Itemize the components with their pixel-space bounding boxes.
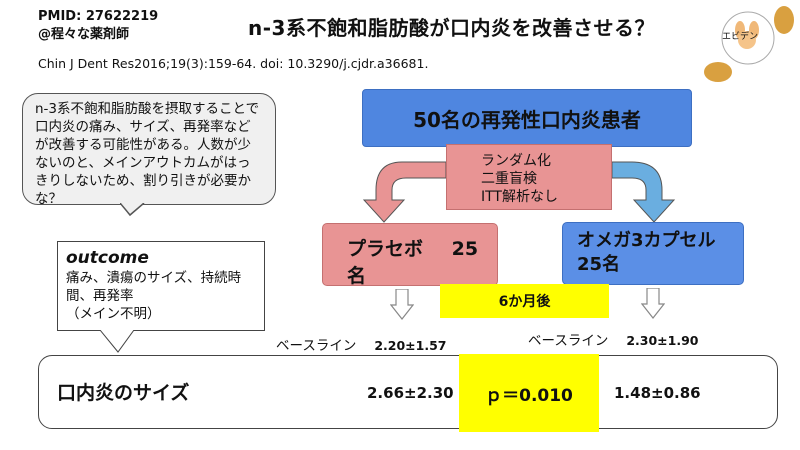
result-label: 口内炎のサイズ [57,382,190,404]
outcome-body: 痛み、潰瘍のサイズ、持続時間、再発率 （メイン不明） [66,270,242,322]
outcome-heading: outcome [66,248,149,268]
omega3-n: 25名 [577,254,621,275]
pmid-block: PMID: 27622219 @程々な薬剤師 [38,8,158,44]
down-arrow-omega [641,288,665,319]
omega3-label: オメガ3カプセル [577,230,716,251]
result-placebo-value: 2.66±2.30 [367,384,454,402]
arrow-to-placebo [362,161,447,223]
result-omega-value: 1.48±0.86 [614,384,701,402]
logo-image [704,6,794,82]
author-handle: @程々な薬剤師 [38,27,130,42]
baseline-omega-value: 2.30±1.90 [626,333,699,348]
outcome-callout-tail [100,330,135,353]
omega3-group-box: オメガ3カプセル 25名 [562,222,744,285]
placebo-label: プラセボ [347,238,424,260]
baseline-label: ベースライン [528,333,609,349]
pmid: PMID: 27622219 [38,9,159,24]
split-arrows [362,161,676,223]
patients-box: 50名の再発性口内炎患者 [362,89,692,147]
result-panel [38,355,778,429]
duration-label: 6か月後 [440,284,609,318]
page-title: n-3系不飽和脂肪酸が口内炎を改善させる？ [248,16,655,40]
citation: Chin J Dent Res2016;19(3):159-64. doi: 1… [38,56,429,71]
baseline-label: ベースライン [276,338,357,354]
summary-callout-tail [120,203,145,217]
fried-shrimp-icon [704,62,732,82]
outcome-box: outcome 痛み、潰瘍のサイズ、持続時間、再発率 （メイン不明） [57,241,265,331]
p-value: ｐ＝0.010 [459,354,599,432]
placebo-group-box: プラセボ 25名 [322,223,498,287]
arrow-to-omega [611,161,676,223]
baseline-placebo: ベースライン 2.20±1.57 [276,334,446,354]
down-arrow-placebo [390,289,414,320]
placebo-n: 25名 [347,238,479,287]
baseline-placebo-value: 2.20±1.57 [374,338,447,353]
summary-callout: n-3系不飽和脂肪酸を摂取することで口内炎の痛み、サイズ、再発率などが改善する可… [22,93,276,207]
baseline-omega: ベースライン 2.30±1.90 [528,329,698,349]
study-design-box: ランダム化 二重盲検 ITT解析なし [446,144,612,210]
logo-label: エビデン [722,32,759,42]
